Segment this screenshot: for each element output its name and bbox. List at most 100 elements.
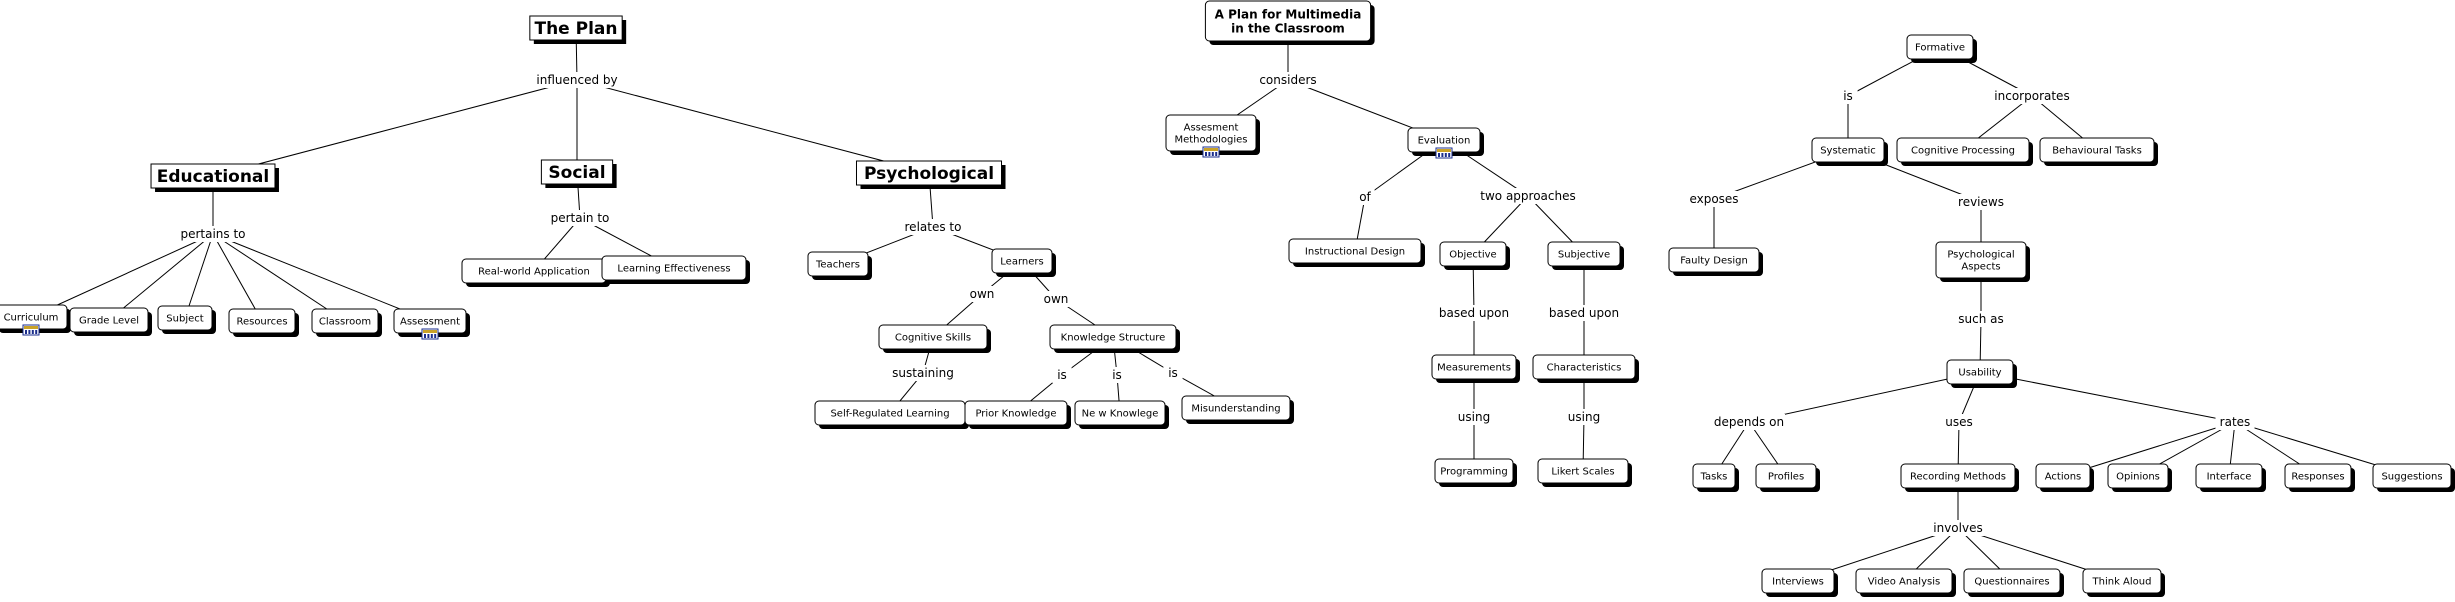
linking-phrase-bg	[1954, 194, 2008, 210]
concept-systematic[interactable]: Systematic	[1811, 137, 1888, 166]
concept-behavioural-tasks[interactable]: Behavioural Tasks	[2039, 137, 2158, 166]
concept-psychological[interactable]: Psychological	[855, 160, 1006, 189]
concept-evaluation[interactable]: Evaluation	[1407, 127, 1484, 159]
concept-label: Opinions	[2116, 472, 2160, 483]
attached-resource-icon[interactable]	[1435, 147, 1453, 159]
concept-new-knowlege[interactable]: Ne w Knowlege	[1074, 400, 1169, 429]
concept-box	[157, 305, 213, 331]
concept-suggestions[interactable]: Suggestions	[2372, 463, 2455, 492]
concept-objective[interactable]: Objective	[1439, 241, 1510, 270]
concept-learners[interactable]: Learners	[991, 248, 1056, 277]
concept-box	[2284, 463, 2352, 489]
concept-measurements[interactable]: Measurements	[1431, 354, 1520, 383]
concept-realworld[interactable]: Real-world Application	[461, 258, 610, 287]
concept-interface[interactable]: Interface	[2195, 463, 2266, 492]
concept-educational[interactable]: Educational	[150, 163, 279, 192]
concept-label: Usability	[1958, 368, 2001, 379]
concept-cognitive-processing[interactable]: Cognitive Processing	[1896, 137, 2033, 166]
linking-phrase-bg	[1954, 311, 2008, 327]
concept-teachers[interactable]: Teachers	[807, 251, 872, 280]
concept-responses[interactable]: Responses	[2284, 463, 2355, 492]
linking-phrase-p-considers[interactable]: considers	[1255, 72, 1321, 88]
concept-label: Cognitive Skills	[895, 333, 971, 344]
linking-phrase-p-using2[interactable]: using	[1564, 409, 1604, 425]
linking-phrase-p-own1[interactable]: own	[969, 286, 995, 302]
linking-phrase-p-suchas[interactable]: such as	[1954, 311, 2008, 327]
linking-phrase-p-pertain[interactable]: pertain to	[544, 210, 616, 226]
concept-box	[964, 400, 1068, 426]
concept-classroom[interactable]: Classroom	[311, 308, 382, 337]
linking-phrase-p-relates[interactable]: relates to	[897, 219, 969, 235]
concept-opinions[interactable]: Opinions	[2107, 463, 2172, 492]
concept-box	[855, 160, 1003, 186]
linking-phrase-p-own2[interactable]: own	[1043, 291, 1069, 307]
concept-grade-level[interactable]: Grade Level	[69, 307, 152, 336]
concept-resources[interactable]: Resources	[228, 308, 299, 337]
concept-think-aloud[interactable]: Think Aloud	[2082, 568, 2165, 597]
concept-tasks[interactable]: Tasks	[1692, 463, 1739, 492]
linking-phrase-p-of[interactable]: of	[1355, 189, 1375, 205]
attached-resource-icon[interactable]	[1202, 146, 1220, 158]
concept-usability[interactable]: Usability	[1946, 359, 2017, 388]
linking-phrase-p-exposes[interactable]: exposes	[1687, 191, 1741, 207]
concept-subject[interactable]: Subject	[157, 305, 216, 334]
concept-faulty-design[interactable]: Faulty Design	[1668, 247, 1763, 276]
attached-resource-icon[interactable]	[421, 328, 439, 340]
linking-phrase-p-based2[interactable]: based upon	[1548, 305, 1620, 321]
linking-phrase-p-sustaining[interactable]: sustaining	[887, 365, 959, 381]
concept-subjective[interactable]: Subjective	[1547, 241, 1624, 270]
concept-box	[1434, 458, 1514, 484]
concept-knowledge-structure[interactable]: Knowledge Structure	[1049, 324, 1180, 353]
linking-phrase-p-influenced[interactable]: influenced by	[531, 72, 623, 88]
concept-instructional-design[interactable]: Instructional Design	[1288, 238, 1425, 267]
concept-likert[interactable]: Likert Scales	[1537, 458, 1632, 487]
linking-phrase-p-depends[interactable]: depends on	[1713, 414, 1785, 430]
concept-social[interactable]: Social	[540, 159, 617, 188]
concept-self-regulated[interactable]: Self-Regulated Learning	[814, 400, 969, 429]
linking-phrase-p-reviews[interactable]: reviews	[1954, 194, 2008, 210]
concept-video-analysis[interactable]: Video Analysis	[1855, 568, 1956, 597]
linking-phrase-p-two[interactable]: two approaches	[1478, 188, 1578, 204]
concept-label: A Plan for Multimedia	[1215, 7, 1362, 21]
linking-phrase-p-is3[interactable]: is	[1163, 365, 1183, 381]
linking-phrase-p-pertains[interactable]: pertains to	[173, 226, 253, 242]
concept-learning-eff[interactable]: Learning Effectiveness	[601, 255, 750, 284]
linking-phrase-p-rates[interactable]: rates	[2215, 414, 2255, 430]
concept-label: Teachers	[815, 260, 860, 271]
concept-actions[interactable]: Actions	[2035, 463, 2094, 492]
concept-curriculum[interactable]: Curriculum	[0, 304, 71, 336]
concept-plan[interactable]: The Plan	[529, 15, 627, 44]
concept-recording-methods[interactable]: Recording Methods	[1900, 463, 2019, 492]
concept-formative[interactable]: Formative	[1906, 34, 1977, 63]
concept-cognitive-skills[interactable]: Cognitive Skills	[878, 324, 991, 353]
concept-misunderstanding[interactable]: Misunderstanding	[1181, 395, 1294, 424]
linking-phrase-p-involves[interactable]: involves	[1928, 520, 1988, 536]
linking-phrase-p-uses[interactable]: uses	[1942, 414, 1976, 430]
concept-label: Grade Level	[79, 316, 139, 327]
linking-phrase-p-based1[interactable]: based upon	[1438, 305, 1510, 321]
attached-resource-icon[interactable]	[22, 324, 40, 336]
linking-phrase-p-is1[interactable]: is	[1052, 367, 1072, 383]
linking-phrase-bg	[1043, 291, 1069, 307]
concept-profiles[interactable]: Profiles	[1755, 463, 1820, 492]
concept-questionnaires[interactable]: Questionnaires	[1963, 568, 2064, 597]
concept-label: Think Aloud	[2092, 577, 2152, 588]
concept-interviews[interactable]: Interviews	[1761, 568, 1838, 597]
concept-programming[interactable]: Programming	[1434, 458, 1517, 487]
linking-phrase-p-incorporates[interactable]: incorporates	[1989, 88, 2075, 104]
linking-phrase-bg	[1438, 305, 1510, 321]
linking-phrase-p-is2[interactable]: is	[1107, 367, 1127, 383]
concept-characteristics[interactable]: Characteristics	[1532, 354, 1639, 383]
linking-phrase-p-is-formative[interactable]: is	[1838, 88, 1858, 104]
concept-box	[1074, 400, 1166, 426]
linking-phrase-p-using1[interactable]: using	[1454, 409, 1494, 425]
concept-prior-knowledge[interactable]: Prior Knowledge	[964, 400, 1071, 429]
concept-label: Evaluation	[1418, 136, 1471, 147]
linking-phrase-label: such as	[1958, 312, 2003, 326]
concept-assessment[interactable]: Assessment	[393, 308, 470, 340]
concept-label: Real-world Application	[478, 267, 590, 278]
